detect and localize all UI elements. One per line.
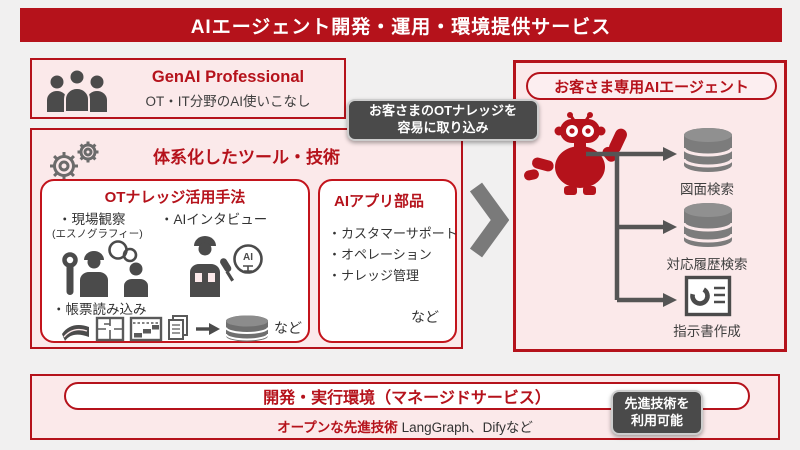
ai-parts-box: AIアプリ部品 ・カスタマーサポート ・オペレーション ・ナレッジ管理 など	[318, 179, 458, 343]
ai-parts-title: AIアプリ部品	[334, 193, 425, 210]
ot-knowledge-callout: お客さまのOTナレッジを 容易に取り込み	[347, 99, 539, 141]
output-label-drawing-search: 図面検索	[680, 182, 734, 197]
ai-parts-item: ・オペレーション	[328, 247, 432, 262]
environment-subtitle: オープンな先進技術 LangGraph、Difyなど	[32, 416, 778, 436]
ot-etc-label: など	[274, 320, 302, 336]
ot-item-interview: ・AIインタビュー	[160, 212, 268, 227]
database-icon	[680, 125, 736, 180]
ot-knowledge-callout-line1: お客さまのOTナレッジを	[368, 103, 518, 119]
svg-text:AI: AI	[243, 252, 253, 263]
robot-icon	[524, 109, 636, 202]
advanced-tech-callout: 先進技術を 利用可能	[611, 390, 703, 435]
database-icon	[225, 315, 269, 342]
book-icon	[62, 325, 89, 341]
ot-item-forms: ・帳票読み込み	[52, 302, 147, 317]
blueprint-icon	[95, 316, 125, 342]
tools-title: 体系化したツール・技術	[153, 148, 340, 167]
genai-subtitle: OT・IT分野のAI使いこなし	[145, 94, 311, 109]
database-icon	[680, 200, 736, 255]
customer-agent-title: お客さま専用AIエージェント	[526, 72, 777, 100]
tools-box: 体系化したツール・技術 OTナレッジ活用手法 ・現場観察 ・AIインタビュー (…	[30, 128, 463, 349]
ot-knowledge-callout-line2: 容易に取り込み	[397, 120, 489, 135]
open-tech-detail: LangGraph、Difyなど	[397, 420, 533, 435]
ot-item-observation: ・現場観察	[58, 212, 126, 227]
ai-parts-item: ・カスタマーサポート	[328, 226, 458, 241]
advanced-tech-callout-line2: 利用可能	[630, 412, 683, 428]
output-label-history-search: 対応履歴検索	[666, 257, 748, 272]
customer-agent-box: お客さま専用AIエージェント	[513, 60, 787, 352]
branch-arrows	[516, 63, 790, 360]
ai-parts-list: ・カスタマーサポート ・オペレーション ・ナレッジ管理	[328, 223, 458, 286]
arrow-right-icon	[196, 323, 220, 335]
forms-ingest-icons	[60, 313, 272, 348]
gears-icon	[44, 136, 106, 189]
ot-item-observation-note: (エスノグラフィー)	[52, 228, 143, 240]
genai-title: GenAI Professional	[151, 68, 305, 86]
schedule-icon	[129, 316, 163, 342]
open-tech-label: オープンな先進技術	[277, 420, 398, 435]
output-label-instruction-creation: 指示書作成	[673, 324, 741, 339]
field-observation-icon	[62, 239, 166, 302]
chevron-right-icon	[469, 180, 510, 265]
ot-methods-box: OTナレッジ活用手法 ・現場観察 ・AIインタビュー (エスノグラフィー)	[40, 179, 310, 343]
ai-parts-item: ・ナレッジ管理	[328, 268, 420, 283]
genai-professional-box: GenAI Professional OT・IT分野のAI使いこなし	[30, 58, 346, 119]
ot-methods-title: OTナレッジ活用手法	[104, 189, 246, 206]
page-title: AIエージェント開発・運用・環境提供サービス	[20, 8, 782, 42]
ai-interview-icon: AI	[182, 231, 266, 302]
people-group-icon	[44, 68, 110, 117]
documents-icon	[168, 315, 188, 340]
advanced-tech-callout-line1: 先進技術を	[624, 395, 690, 411]
report-icon	[684, 275, 732, 322]
genai-text: GenAI Professional OT・IT分野のAI使いこなし	[116, 68, 340, 110]
ai-etc-label: など	[411, 309, 439, 325]
